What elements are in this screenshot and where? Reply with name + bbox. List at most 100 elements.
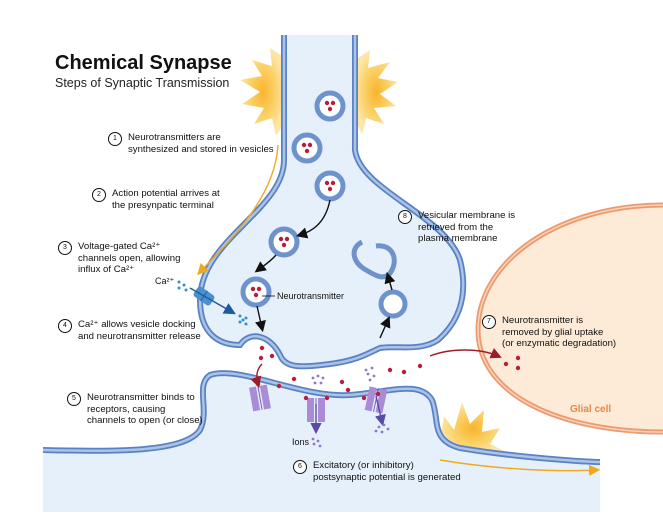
neurotransmitter-molecule bbox=[304, 148, 310, 154]
calcium-ion bbox=[182, 283, 186, 287]
neurotransmitter-molecule bbox=[324, 395, 330, 401]
synaptic-vesicle bbox=[314, 170, 346, 202]
neurotransmitter-molecule bbox=[387, 367, 393, 373]
calcium-label: Ca²⁺ bbox=[155, 276, 175, 286]
neurotransmitter-molecule bbox=[324, 180, 330, 186]
synaptic-vesicle bbox=[314, 90, 346, 122]
step-number: 1 bbox=[108, 132, 122, 146]
vesicle-membrane bbox=[314, 90, 346, 122]
step-4: 4 Ca²⁺ allows vesicle docking and neurot… bbox=[58, 319, 201, 342]
glial-cell-label: Glial cell bbox=[570, 404, 612, 415]
neurotransmitter-molecule bbox=[324, 100, 330, 106]
neurotransmitter-label: Neurotransmitter bbox=[277, 291, 345, 301]
ion bbox=[372, 374, 376, 378]
calcium-ion bbox=[241, 318, 245, 322]
step-7: 7 Neurotransmitter is removed by glial u… bbox=[482, 315, 616, 350]
ion bbox=[319, 381, 323, 385]
neurotransmitter-molecule bbox=[276, 383, 282, 389]
step-text: Excitatory (or inhibitory) postsynaptic … bbox=[313, 460, 461, 483]
receptor-pore bbox=[257, 386, 263, 410]
step-number: 8 bbox=[398, 210, 412, 224]
neurotransmitter-molecule bbox=[256, 286, 262, 292]
neurotransmitter-molecule bbox=[339, 379, 345, 385]
neurotransmitter-molecule bbox=[417, 363, 423, 369]
synaptic-vesicle bbox=[268, 226, 300, 258]
step-text: Ca²⁺ allows vesicle docking and neurotra… bbox=[78, 319, 201, 342]
ion bbox=[318, 444, 322, 448]
step-number: 2 bbox=[92, 188, 106, 202]
ion bbox=[311, 376, 315, 380]
neurotransmitter-molecule bbox=[281, 242, 287, 248]
ion bbox=[382, 423, 386, 427]
step-text: Action potential arrives at the presynpa… bbox=[112, 188, 220, 211]
ion bbox=[386, 427, 390, 431]
neurotransmitter-molecule bbox=[291, 376, 297, 382]
step-number: 4 bbox=[58, 319, 72, 333]
neurotransmitter-molecule bbox=[269, 353, 275, 359]
calcium-influx-arrow bbox=[189, 287, 236, 315]
step-5: 5 Neurotransmitter binds to receptors, c… bbox=[67, 392, 203, 427]
ion bbox=[316, 374, 320, 378]
neurotransmitter-molecule bbox=[258, 355, 264, 361]
step-text: Voltage-gated Ca²⁺ channels open, allowi… bbox=[78, 241, 181, 275]
ion bbox=[380, 430, 384, 434]
calcium-ion bbox=[244, 322, 248, 326]
neurotransmitter-molecule bbox=[284, 236, 290, 242]
calcium-ion bbox=[177, 280, 181, 284]
calcium-ion bbox=[244, 316, 248, 320]
step-text: Vesicular membrane is retrieved from the… bbox=[418, 210, 516, 244]
step-text: Neurotransmitter binds to receptors, cau… bbox=[87, 392, 203, 426]
ion bbox=[374, 429, 378, 433]
receptor-subunit bbox=[364, 386, 377, 412]
recycling-vesicle-empty bbox=[378, 289, 408, 319]
ion bbox=[366, 372, 370, 376]
neurotransmitter-molecule bbox=[330, 100, 336, 106]
step-number: 5 bbox=[67, 392, 81, 406]
calcium-ion bbox=[177, 286, 181, 290]
action-potential-arrow-postsynaptic bbox=[439, 459, 601, 476]
action-potential-flash-postsynaptic bbox=[440, 402, 506, 455]
ion bbox=[364, 368, 368, 372]
step-text: Neurotransmitters are synthesized and st… bbox=[128, 132, 274, 155]
action-potential-flash-left bbox=[240, 48, 285, 136]
vesicle-membrane bbox=[240, 276, 272, 308]
neurotransmitter-molecule bbox=[253, 292, 259, 298]
step-number: 7 bbox=[482, 315, 496, 329]
vesicle-membrane bbox=[291, 132, 323, 164]
neurotransmitter-molecule bbox=[515, 355, 521, 361]
calcium-ion bbox=[238, 320, 242, 324]
calcium-ion bbox=[184, 288, 188, 292]
calcium-ion bbox=[238, 314, 242, 318]
ion bbox=[377, 425, 381, 429]
ion bbox=[312, 442, 316, 446]
neurotransmitter-molecule bbox=[327, 186, 333, 192]
vesicle-pathway-arrows bbox=[254, 199, 396, 339]
glial-uptake-arrow bbox=[429, 348, 502, 359]
neurotransmitter-molecule bbox=[401, 369, 407, 375]
neurotransmitter-molecule bbox=[307, 142, 313, 148]
neurotransmitter-molecule bbox=[259, 345, 265, 351]
page-title: Chemical Synapse bbox=[55, 52, 232, 74]
receptor-subunit bbox=[307, 398, 314, 422]
step-number: 6 bbox=[293, 460, 307, 474]
action-potential-arrow-presynaptic bbox=[197, 144, 279, 276]
neurotransmitter-molecule bbox=[375, 391, 381, 397]
neurotransmitter-molecule bbox=[301, 142, 307, 148]
step-2: 2 Action potential arrives at the presyn… bbox=[92, 188, 220, 211]
neurotransmitter-molecule bbox=[327, 106, 333, 112]
step-text: Neurotransmitter is removed by glial upt… bbox=[502, 315, 617, 349]
vesicle-membrane bbox=[314, 170, 346, 202]
synaptic-vesicle bbox=[240, 276, 272, 308]
ion-flow-arrow bbox=[374, 395, 386, 427]
neurotransmitter-molecule bbox=[330, 180, 336, 186]
receptor-channel bbox=[249, 384, 271, 412]
ions-label: Ions bbox=[292, 437, 310, 447]
neurotransmitter-molecule bbox=[250, 286, 256, 292]
ion bbox=[311, 437, 315, 441]
receptor-subunit bbox=[249, 386, 261, 412]
page-subtitle: Steps of Synaptic Transmission bbox=[55, 76, 230, 90]
neurotransmitter-molecule bbox=[345, 387, 351, 393]
neurotransmitter-molecule bbox=[278, 236, 284, 242]
ion bbox=[370, 366, 374, 370]
